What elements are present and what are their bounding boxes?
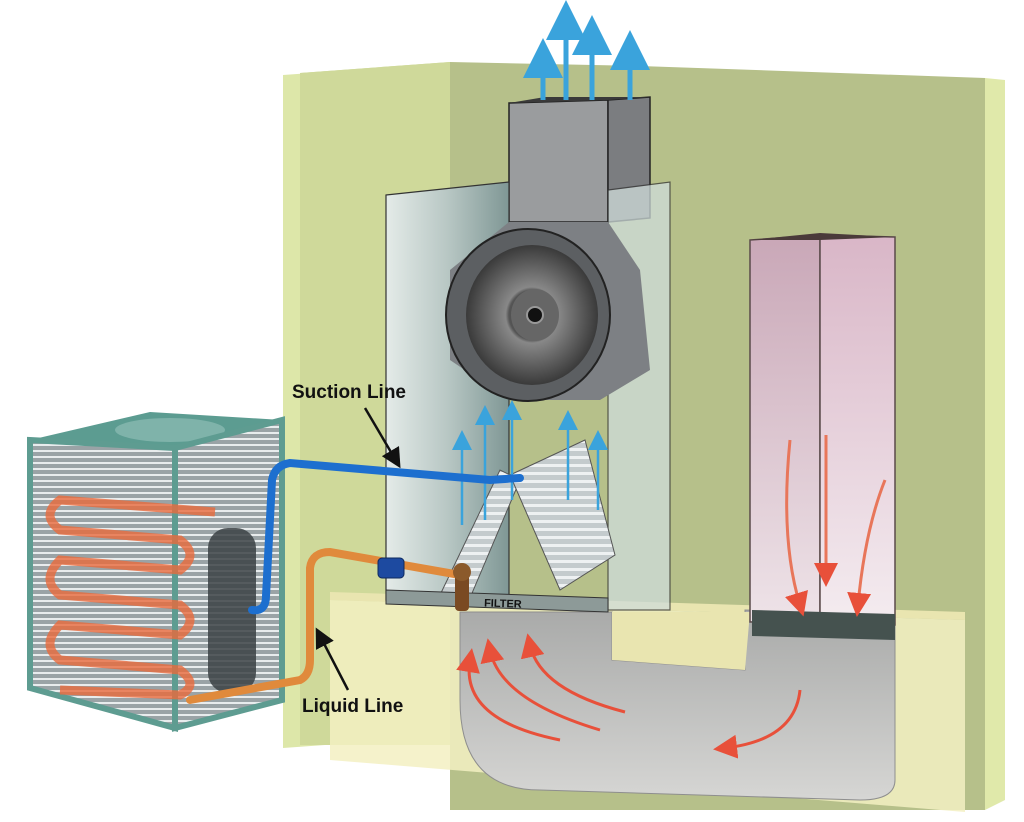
warm-arrow xyxy=(713,689,802,759)
return-grille xyxy=(752,610,895,640)
suction-line xyxy=(248,458,524,615)
coil-right-slab xyxy=(509,439,616,591)
plenum-front xyxy=(508,99,609,223)
outdoor-condenser-unit xyxy=(27,412,285,732)
liquid-line-callout: Liquid Line xyxy=(302,627,403,717)
filter-drier xyxy=(377,557,405,579)
return-duct xyxy=(459,609,896,801)
column-right-face xyxy=(819,234,896,626)
filter-label: FILTER xyxy=(484,597,522,610)
fan-axle xyxy=(526,306,544,324)
liquid-line xyxy=(186,547,464,704)
valve-cap xyxy=(453,563,471,581)
right-wall-edge xyxy=(985,78,1005,810)
warm-air-return-arrows xyxy=(456,435,887,759)
cool-air-out-arrows xyxy=(523,0,650,100)
warm-arrow xyxy=(785,439,808,617)
warm-arrow xyxy=(520,633,626,714)
return-duct-body xyxy=(459,609,896,801)
condenser-fan-grille xyxy=(115,418,225,442)
warm-arrow xyxy=(480,638,601,732)
suction-line-pointer xyxy=(363,407,401,469)
condenser-coil xyxy=(45,495,216,700)
suction-line-label: Suction Line xyxy=(292,382,406,403)
filter-panel xyxy=(385,589,609,613)
return-grille-column xyxy=(749,233,896,640)
column-left-face xyxy=(749,234,821,623)
liquid-line-label: Liquid Line xyxy=(302,696,403,717)
cool-air-coil-arrows xyxy=(452,400,608,525)
return-duct-top xyxy=(612,612,750,670)
warm-arrow xyxy=(847,479,887,617)
air-filter: FILTER xyxy=(385,589,609,613)
expansion-valve xyxy=(453,563,471,611)
blower-fan xyxy=(445,228,611,402)
liquid-line-pointer xyxy=(315,627,350,691)
suction-line-callout: Suction Line xyxy=(292,382,406,469)
compressor xyxy=(208,528,256,693)
warm-arrow xyxy=(456,648,561,742)
column-top xyxy=(750,233,895,240)
